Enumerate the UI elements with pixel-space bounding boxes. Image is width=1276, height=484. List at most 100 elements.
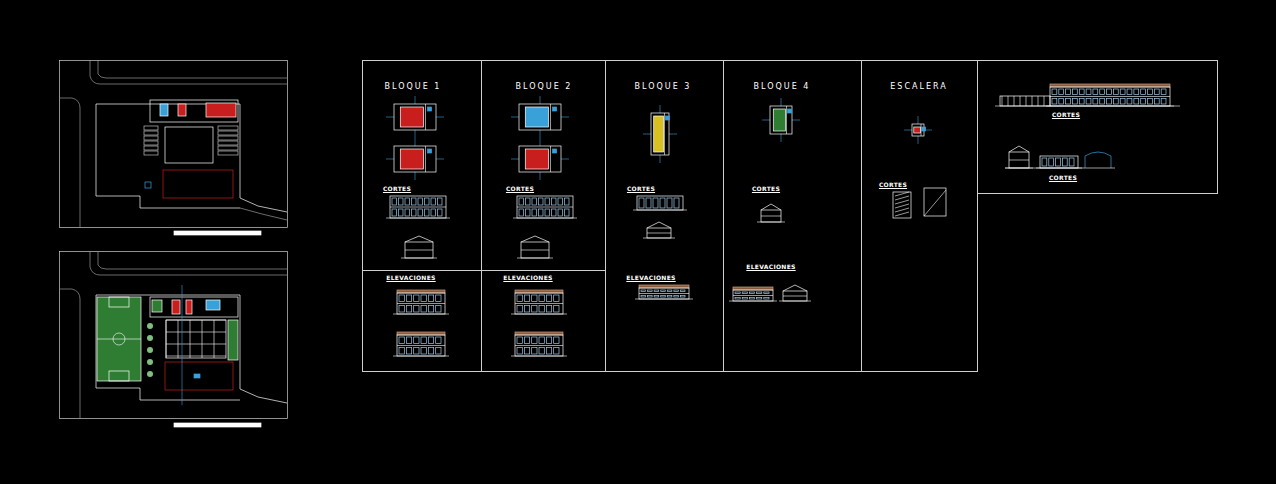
slab [639, 293, 689, 294]
parking-stall [144, 126, 158, 130]
floor-plan [519, 104, 561, 130]
window [641, 290, 646, 292]
slab [647, 233, 671, 234]
roof-band [397, 290, 445, 293]
ground-line [511, 314, 567, 315]
panel-title: ESCALERA [890, 83, 947, 91]
section-outline [639, 288, 689, 299]
window [1049, 158, 1054, 166]
window [674, 198, 679, 208]
road-edge [98, 251, 287, 269]
window [1148, 89, 1153, 95]
window [414, 337, 419, 344]
drawing-panel: ELEVACIONES [481, 270, 606, 372]
slab [517, 207, 573, 208]
parking-stall [218, 141, 238, 145]
room-fill [152, 300, 162, 312]
room-fill [400, 107, 423, 127]
window [749, 298, 754, 300]
window [406, 337, 411, 344]
slab [761, 216, 781, 217]
tree [147, 323, 153, 329]
window [554, 337, 559, 344]
window [399, 295, 404, 302]
window [646, 198, 651, 208]
slab [515, 345, 563, 346]
window [1141, 99, 1146, 105]
window [406, 295, 411, 302]
ground-line [995, 106, 1180, 107]
section-outline [761, 210, 781, 222]
window [418, 198, 423, 205]
wall [425, 146, 426, 172]
window [532, 209, 537, 216]
window [661, 296, 666, 298]
symbol [553, 149, 557, 153]
fence-post [1038, 96, 1039, 106]
window [1154, 99, 1159, 105]
window [648, 296, 653, 298]
window [539, 198, 544, 205]
view-heading: ELEVACIONES [626, 275, 675, 281]
window [524, 306, 529, 313]
view-heading: ELEVACIONES [503, 275, 552, 281]
drawing-panel: BLOQUE 3CORTESELEVACIONES [605, 60, 724, 372]
window [1107, 99, 1112, 105]
ground-line [779, 301, 811, 302]
road-edge [98, 60, 287, 78]
window [519, 198, 524, 205]
sports-area [163, 170, 233, 198]
window [421, 337, 426, 344]
window [428, 306, 433, 313]
room-fill [178, 104, 186, 116]
window [519, 209, 524, 216]
slab [1050, 96, 1170, 97]
symbol [145, 182, 151, 188]
window [414, 348, 419, 355]
ground-line [513, 218, 577, 219]
window [517, 295, 522, 302]
floor-plan [394, 104, 436, 130]
section-outline [783, 291, 807, 301]
fence [1000, 96, 1050, 106]
window [406, 348, 411, 355]
section-outline [515, 335, 563, 356]
window [648, 290, 653, 292]
window [399, 198, 404, 205]
window [552, 209, 557, 216]
window [412, 198, 417, 205]
ground-line [393, 356, 449, 357]
window [1093, 99, 1098, 105]
window [552, 198, 557, 205]
view-heading: CORTES [627, 186, 655, 192]
window [414, 295, 419, 302]
road-edge [59, 289, 80, 418]
window [565, 209, 570, 216]
view-heading: CORTES [1049, 175, 1077, 181]
window [545, 198, 550, 205]
section-outline [637, 196, 683, 210]
window [654, 290, 659, 292]
window [749, 292, 754, 294]
window [735, 298, 740, 300]
window [742, 292, 747, 294]
ground-line [643, 238, 675, 239]
wall [550, 104, 551, 130]
section-outline [390, 196, 446, 218]
window [436, 306, 441, 313]
window [414, 306, 419, 313]
window [425, 198, 430, 205]
slab [405, 250, 433, 251]
window [1059, 99, 1064, 105]
window [425, 209, 430, 216]
window [1056, 158, 1061, 166]
stair-step [895, 212, 909, 216]
window [524, 337, 529, 344]
roof-band [1050, 84, 1170, 87]
room-fill [525, 149, 548, 169]
road-edge [240, 208, 287, 220]
window [517, 348, 522, 355]
window [1086, 89, 1091, 95]
ground-line [635, 299, 693, 300]
window [1066, 99, 1071, 105]
